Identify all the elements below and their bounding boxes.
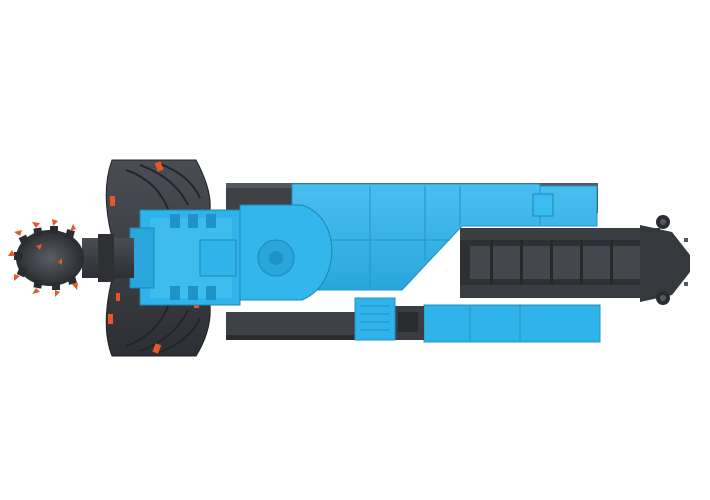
loading-star-wheel-bottom — [125, 299, 201, 354]
hydraulic-tank — [423, 304, 601, 343]
body-upper-deck — [291, 183, 598, 291]
cutting-head — [14, 226, 84, 290]
loading-star-wheel-top — [125, 162, 201, 216]
boom-details — [170, 214, 216, 300]
tail-conveyor — [460, 215, 690, 305]
cutting-picks — [8, 219, 78, 297]
control-block — [354, 297, 396, 341]
electrical-box — [532, 193, 554, 217]
